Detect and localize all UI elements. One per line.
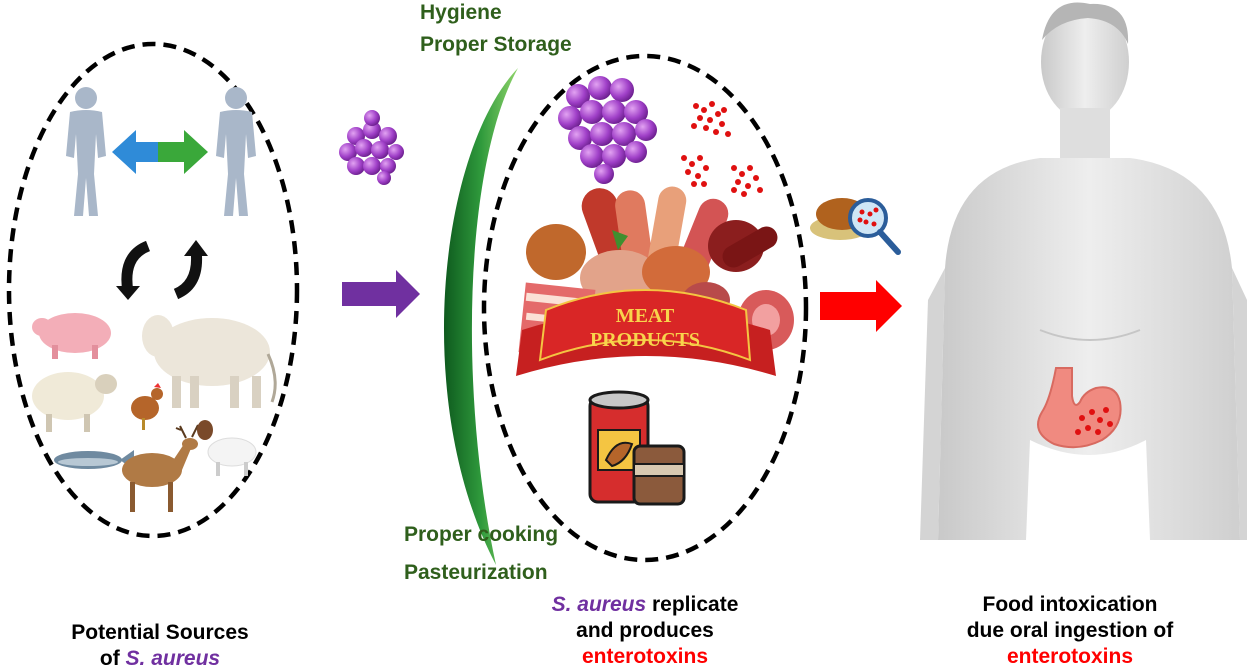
caption-replication-line-1: S. aureus replicate [520,592,770,618]
canned-food-icon [588,390,686,506]
cycle-arrowhead [184,240,208,256]
toxin-dots-icon [691,101,731,137]
pig-icon [32,313,111,359]
caption-intoxication: Food intoxication due oral ingestion of … [940,592,1200,670]
toxin-dots-icon [731,165,763,197]
cycle-arrowhead [116,286,140,300]
prevention-barrier [443,68,518,565]
blue-arrow-icon [112,130,162,174]
caption-sources-line-2: of S. aureus [40,646,280,672]
sources-oval [6,41,300,539]
caption-intoxication-line-2: due oral ingestion of [966,619,1174,642]
banner-line-2: PRODUCTS [590,329,700,351]
caption-replication-line-3: enterotoxins [581,645,709,668]
bacteria-cluster-icon [339,110,404,185]
banner-line-1: MEAT [616,305,675,327]
roast-turkey-magnifier-icon [810,198,901,255]
toxin-dots-icon [681,155,709,187]
green-arrow-icon [158,130,208,174]
human-body-icon [920,2,1247,540]
caption-sources: Potential Sources of S. aureus [40,620,280,672]
caption-replication: S. aureus replicate and produces enterot… [520,592,770,670]
chicken-icon [131,383,163,430]
prevention-label-hygiene: Hygiene [420,1,502,24]
sheep-icon [32,372,117,432]
goat-icon [197,420,257,476]
human-icon [216,87,256,216]
caption-sources-prefix: of [99,647,126,670]
human-icon [66,87,106,216]
stomach-icon [1037,367,1122,449]
prevention-label-cooking: Proper cooking [404,523,559,546]
deer-icon [122,424,202,512]
caption-intoxication-line-1: Food intoxication [982,593,1158,616]
caption-replication-suffix: replicate [646,593,739,616]
cow-icon [142,315,277,408]
caption-sources-line-1: Potential Sources [71,621,249,644]
fish-icon [54,450,134,470]
prevention-label-storage: Proper Storage [420,33,572,56]
caption-replication-organism: S. aureus [551,593,647,616]
meat-oval [481,53,809,563]
caption-intoxication-line-3: enterotoxins [1006,645,1134,668]
caption-replication-line-2: and produces [576,619,714,642]
ingestion-arrow-icon [820,280,902,332]
meat-products-banner: MEAT PRODUCTS [516,289,776,376]
caption-sources-organism: S. aureus [125,647,221,670]
prevention-label-pasteurization: Pasteurization [404,561,548,584]
transfer-arrow-icon [342,270,420,318]
bacteria-cluster-icon [558,76,657,184]
